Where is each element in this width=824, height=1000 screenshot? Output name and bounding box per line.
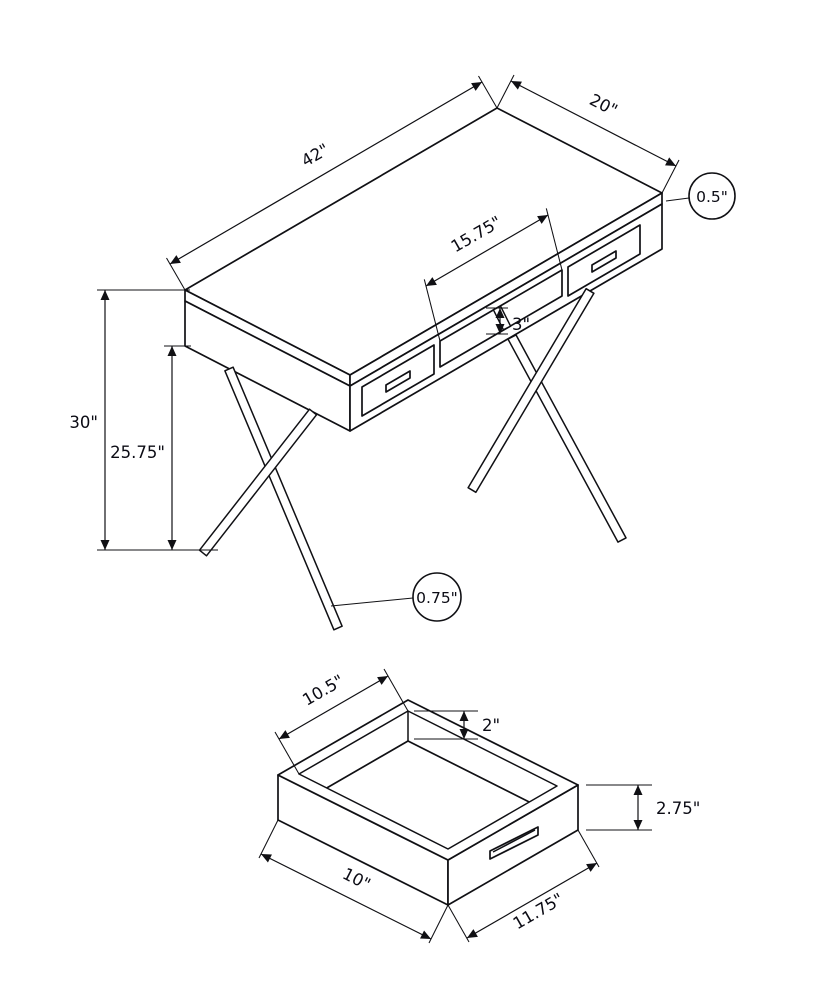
dim-label-front-width: 11.75" bbox=[510, 889, 567, 933]
extension-line bbox=[166, 257, 186, 291]
callout-top-thickness: 0.5" bbox=[665, 172, 736, 220]
desk-drawer-handle-left bbox=[385, 370, 411, 393]
dim-label-outer-height: 2.75" bbox=[656, 799, 700, 818]
left-leg-strut-a bbox=[224, 366, 343, 631]
dimension-clearance-height: 25.75" bbox=[110, 345, 191, 550]
leader-line bbox=[330, 597, 414, 607]
dim-label-overall-height: 30" bbox=[69, 413, 98, 432]
dim-label-top-thickness: 0.5" bbox=[696, 188, 728, 206]
drawer-body bbox=[277, 699, 579, 906]
extension-line bbox=[428, 904, 449, 944]
dimension-line bbox=[260, 853, 432, 940]
dim-label-top-depth: 20" bbox=[586, 90, 620, 120]
dimension-opening-height: 3" bbox=[486, 307, 530, 335]
dimension-line bbox=[169, 81, 483, 265]
desk-view: 42" 20" 15.75" 3" bbox=[69, 74, 736, 631]
callout-bubble bbox=[412, 572, 462, 622]
dimension-line bbox=[466, 862, 598, 939]
dim-label-clearance-height: 25.75" bbox=[110, 443, 165, 462]
desk-drawer-handle-right bbox=[591, 250, 617, 273]
callout-leg-tube-diameter: 0.75" bbox=[330, 572, 462, 622]
extension-line bbox=[478, 75, 498, 109]
dim-label-opening-height: 3" bbox=[512, 315, 530, 334]
extension-line bbox=[423, 279, 441, 342]
dim-label-leg-tube-diameter: 0.75" bbox=[416, 589, 458, 607]
drawer-view: 10.5" 2" 2.75" 10" bbox=[258, 668, 700, 944]
extension-line bbox=[545, 208, 563, 271]
dimension-line bbox=[278, 675, 389, 740]
dim-label-inner-depth: 2" bbox=[482, 716, 500, 735]
extension-line bbox=[274, 731, 300, 775]
dimension-overall-height: 30" bbox=[69, 289, 218, 551]
dimension-line bbox=[510, 80, 677, 167]
extension-line bbox=[496, 74, 515, 109]
dim-label-top-length: 42" bbox=[298, 140, 332, 171]
callout-bubble bbox=[688, 172, 736, 220]
dimension-inner-depth: 2" bbox=[414, 710, 500, 740]
extension-line bbox=[383, 668, 409, 712]
dimension-outer-height: 2.75" bbox=[586, 784, 700, 831]
desk-body bbox=[184, 107, 663, 631]
extension-line bbox=[577, 829, 600, 868]
extension-line bbox=[661, 159, 680, 194]
leader-line bbox=[665, 197, 690, 202]
extension-line bbox=[258, 819, 279, 859]
left-leg-strut-b bbox=[198, 408, 318, 557]
dim-label-side-depth: 10" bbox=[339, 864, 373, 894]
dimension-line bbox=[425, 214, 549, 287]
right-leg-strut-a bbox=[507, 334, 627, 543]
right-leg-strut-b bbox=[467, 287, 595, 494]
extension-line bbox=[447, 904, 470, 943]
drawer-handle-lip bbox=[492, 829, 536, 853]
